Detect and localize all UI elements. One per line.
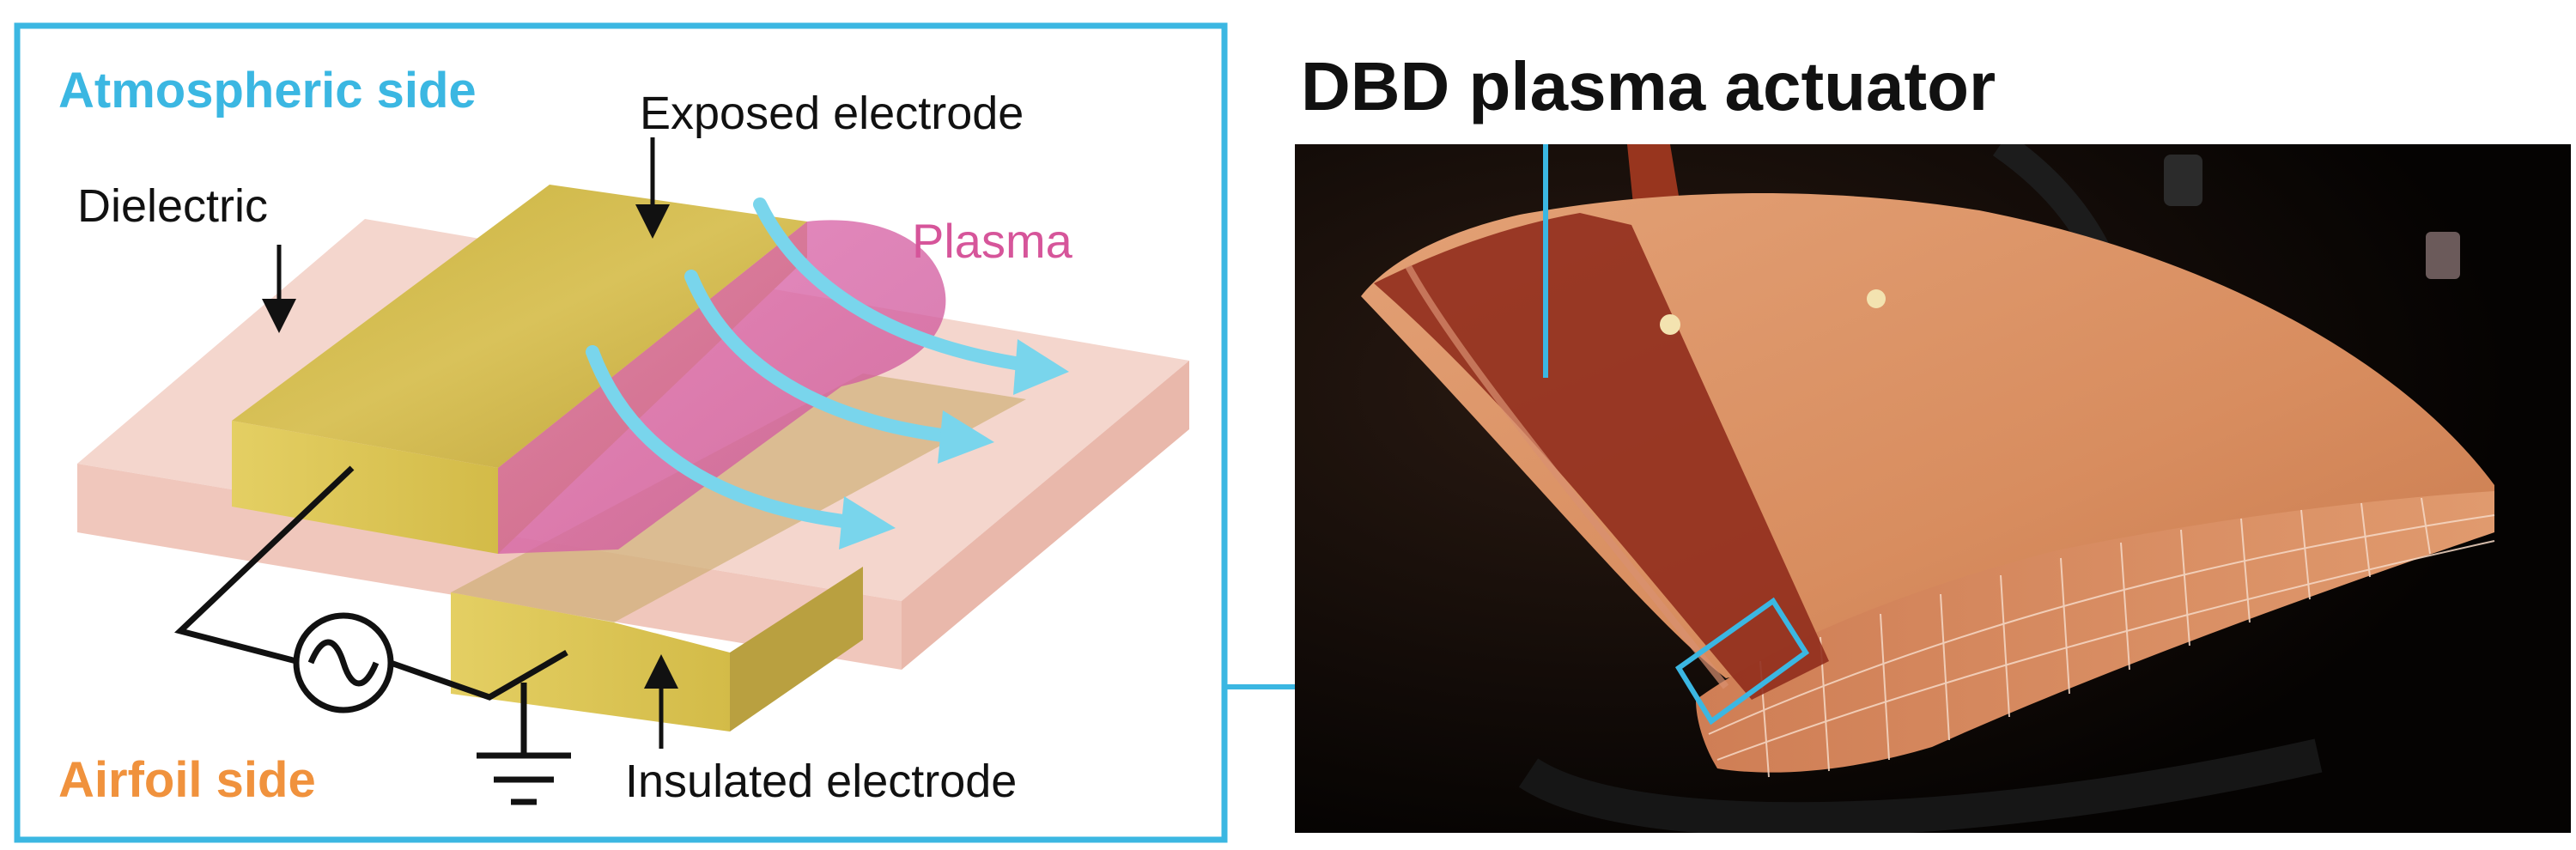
actuator-electrode-line <box>1405 264 1729 689</box>
ac-circuit <box>174 465 571 805</box>
plasma-label: Plasma <box>912 214 1073 268</box>
actuator-schematic: Atmospheric side Exposed electrode Diele… <box>14 22 1228 843</box>
sine-wave-icon <box>307 639 380 687</box>
flow-arrows <box>586 197 1069 549</box>
exposed-electrode-label: Exposed electrode <box>640 88 1024 139</box>
atmospheric-side-label: Atmospheric side <box>58 63 477 118</box>
flow-arrow-1-head <box>1013 339 1069 395</box>
flow-arrow-1 <box>753 197 1033 372</box>
airfoil-photo <box>1295 144 2571 833</box>
airfoil-side-label: Airfoil side <box>58 752 316 808</box>
photo-title: DBD plasma actuator <box>1301 48 1996 124</box>
insulated-electrode-label: Insulated electrode <box>625 756 1017 807</box>
wire-to-insulated <box>389 649 568 701</box>
airfoil-cross-section <box>1696 491 2494 773</box>
wire-to-exposed <box>174 465 355 665</box>
flow-arrow-3-head <box>839 496 896 549</box>
plasma-region <box>498 220 946 554</box>
surface-marker-2 <box>1867 289 1886 308</box>
rig-arc <box>1518 738 2323 833</box>
flow-arrow-2 <box>684 270 956 443</box>
rig-bracket <box>2164 155 2202 206</box>
actuator-callout-box <box>1674 597 1810 726</box>
flow-arrow-3 <box>586 345 857 529</box>
actuator-tape-strip <box>1374 213 1829 700</box>
rig-label <box>2426 232 2460 279</box>
surface-marker-1 <box>1660 314 1680 335</box>
flow-arrow-2-head <box>938 410 994 464</box>
dielectric-label: Dielectric <box>77 180 268 232</box>
